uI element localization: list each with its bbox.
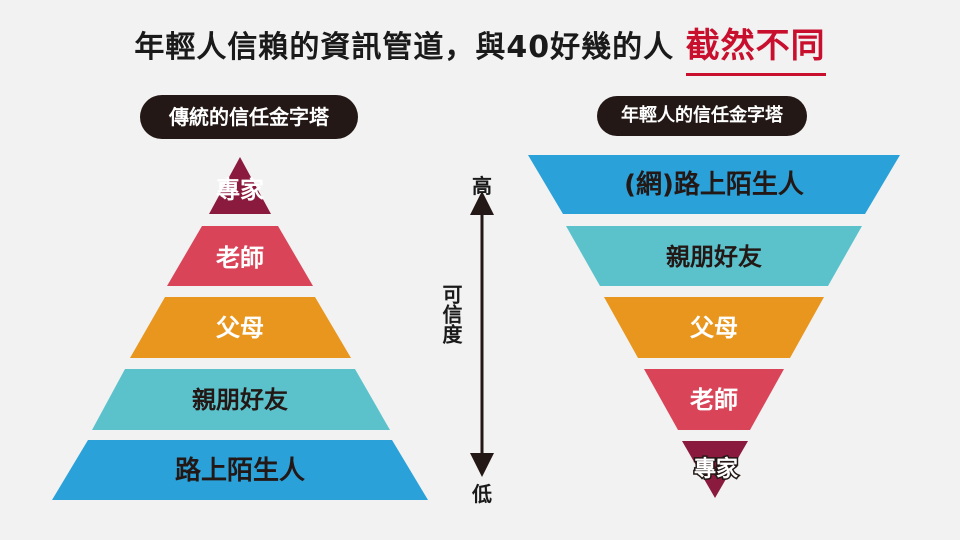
title-accent: 截然不同 bbox=[685, 18, 826, 76]
left-level-expert bbox=[209, 157, 271, 214]
right-level-teacher bbox=[644, 369, 784, 430]
credibility-high-label: 高 bbox=[472, 174, 492, 198]
right-level-teacher-label: 老師 bbox=[690, 386, 738, 414]
right-level-strangers-label: (網)路上陌生人 bbox=[624, 169, 804, 200]
credibility-low-label: 低 bbox=[472, 482, 492, 506]
right-level-strangers bbox=[528, 155, 900, 214]
right-level-parents bbox=[604, 297, 824, 358]
left-level-friends-label: 親朋好友 bbox=[192, 386, 288, 414]
right-level-expert-label: 專家 bbox=[694, 456, 739, 482]
title-main: 年輕人信賴的資訊管道，與40好幾的人 bbox=[134, 30, 675, 65]
left-level-friends bbox=[92, 369, 390, 430]
traditional-pyramid-heading: 傳統的信任金字塔 bbox=[140, 95, 358, 139]
traditional-pyramid: 專家 老師 父母 親朋好友 路上陌生人 bbox=[52, 157, 428, 500]
right-level-friends-label: 親朋好友 bbox=[666, 243, 762, 271]
page-title: 年輕人信賴的資訊管道，與40好幾的人 截然不同 bbox=[0, 18, 960, 76]
youth-pyramid: (網)路上陌生人 親朋好友 父母 老師 專家 bbox=[528, 155, 900, 498]
right-level-friends bbox=[566, 226, 862, 286]
left-level-strangers bbox=[52, 440, 428, 500]
left-level-parents-label: 父母 bbox=[216, 314, 264, 342]
left-level-parents bbox=[130, 297, 351, 358]
youth-pyramid-heading: 年輕人的信任金字塔 bbox=[597, 96, 807, 136]
right-level-parents-label: 父母 bbox=[690, 314, 738, 342]
left-level-strangers-label: 路上陌生人 bbox=[175, 455, 305, 486]
left-level-expert-label: 專家 bbox=[216, 176, 264, 204]
left-level-teacher bbox=[167, 226, 313, 286]
credibility-axis-label: 可信度 bbox=[439, 284, 463, 344]
right-level-expert bbox=[682, 441, 748, 498]
left-level-teacher-label: 老師 bbox=[216, 244, 264, 272]
